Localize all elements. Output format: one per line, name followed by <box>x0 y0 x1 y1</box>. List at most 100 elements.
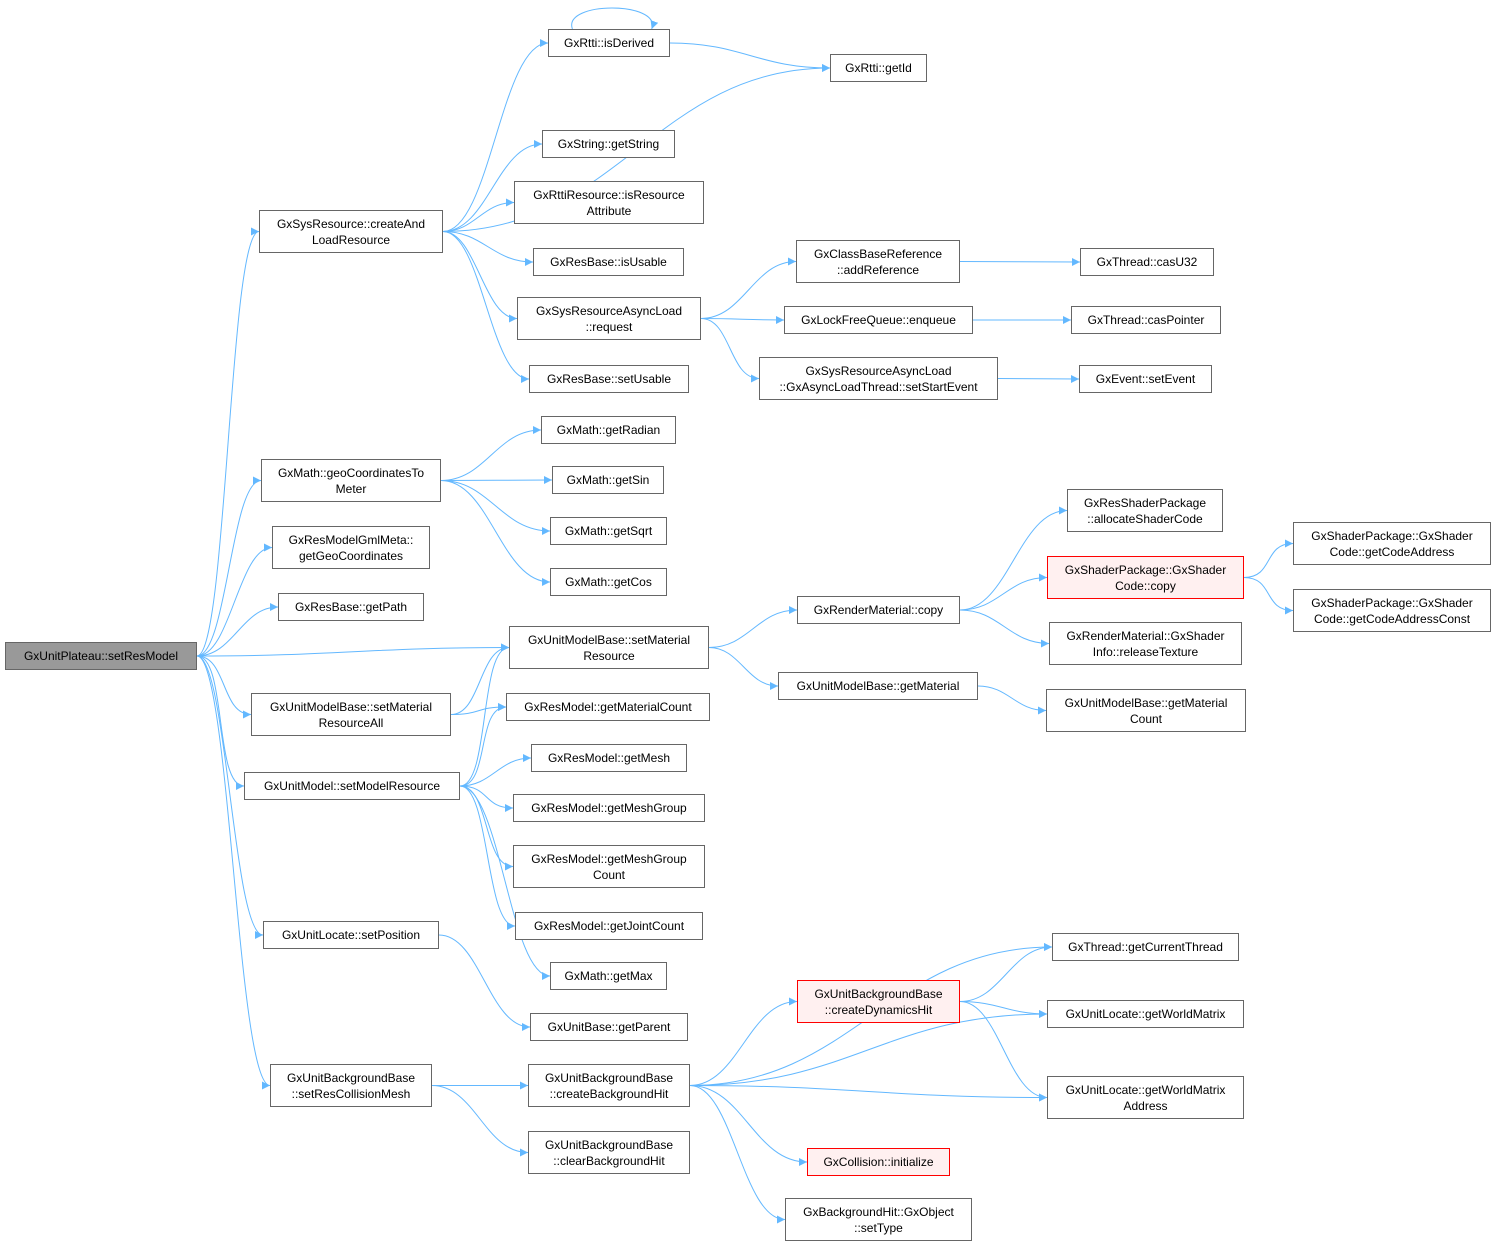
node-gxunitmodelbase-getmaterialcount[interactable]: GxUnitModelBase::getMaterial Count <box>1046 689 1246 732</box>
edge-n08-n39 <box>459 785 514 871</box>
edge-n06-n28 <box>708 606 798 648</box>
node-gxmath-getsin[interactable]: GxMath::getSin <box>552 466 664 494</box>
edge-n43-n47 <box>689 1085 786 1224</box>
edge-n11-n11 <box>571 7 659 30</box>
node-gxresshaderpackage-allocateshadercode[interactable]: GxResShaderPackage ::allocateShaderCode <box>1067 489 1223 532</box>
edge-n43-n46 <box>689 1085 808 1166</box>
edge-n02-n14 <box>442 198 515 232</box>
node-gxunitbackgroundbase-clearbackgroundhit[interactable]: GxUnitBackgroundBase ::clearBackgroundHi… <box>528 1131 690 1174</box>
node-gxresmodel-getmaterialcount[interactable]: GxResModel::getMaterialCount <box>506 693 710 721</box>
edge-n31-n34 <box>1243 577 1294 615</box>
edge-n01-n07 <box>196 655 252 719</box>
edge-n28-n30 <box>959 506 1068 611</box>
edge-n07-n36 <box>450 703 507 715</box>
node-gxresbase-getpath[interactable]: GxResBase::getPath <box>278 593 424 621</box>
edge-n08-n37 <box>459 754 532 787</box>
edge-n03-n26 <box>440 480 551 535</box>
edge-n16-n19 <box>700 315 785 324</box>
edge-n03-n27 <box>440 480 551 586</box>
edge-n45-n50 <box>959 1001 1048 1102</box>
node-gxshaderpackage-gxshadercode-getcodeaddressconst[interactable]: GxShaderPackage::GxShader Code::getCodeA… <box>1293 589 1491 632</box>
edge-n16-n18 <box>700 257 797 319</box>
edge-n01-n05 <box>196 603 279 657</box>
node-gxshaderpackage-gxshadercode-getcodeaddress[interactable]: GxShaderPackage::GxShader Code::getCodeA… <box>1293 522 1491 565</box>
edge-n01-n10 <box>196 655 271 1090</box>
node-gxthread-caspointer[interactable]: GxThread::casPointer <box>1071 306 1221 334</box>
node-gxlockfreequeue-enqueue[interactable]: GxLockFreeQueue::enqueue <box>784 306 973 334</box>
node-gxunitbackgroundbase-createbackgroundhit[interactable]: GxUnitBackgroundBase ::createBackgroundH… <box>528 1064 690 1107</box>
node-gxresbase-setusable[interactable]: GxResBase::setUsable <box>529 365 689 393</box>
edge-n02-n11 <box>442 39 549 232</box>
node-gxresmodel-getmesh[interactable]: GxResModel::getMesh <box>531 744 687 772</box>
edge-n01-n09 <box>196 655 264 939</box>
node-gxresbase-isusable[interactable]: GxResBase::isUsable <box>533 248 684 276</box>
node-gxunitlocate-getworldmatrix[interactable]: GxUnitLocate::getWorldMatrix <box>1047 1000 1244 1028</box>
node-gxshaderpackage-gxshadercode-copy[interactable]: GxShaderPackage::GxShader Code::copy <box>1047 556 1244 599</box>
edge-n07-n06 <box>450 643 510 715</box>
node-gxunitbackgroundbase-setrescollisionmesh[interactable]: GxUnitBackgroundBase ::setResCollisionMe… <box>270 1064 432 1107</box>
edge-n01-n08 <box>196 655 245 790</box>
node-gxrtti-isderived[interactable]: GxRtti::isDerived <box>548 29 670 57</box>
node-gxunitlocate-setposition[interactable]: GxUnitLocate::setPosition <box>263 921 439 949</box>
edge-n28-n32 <box>959 609 1050 648</box>
edge-n01-n04 <box>196 543 273 657</box>
edge-n03-n25 <box>440 476 553 485</box>
edge-n08-n41 <box>459 785 551 980</box>
node-gxunitmodelbase-setmaterialresourceall[interactable]: GxUnitModelBase::setMaterial ResourceAll <box>251 693 451 736</box>
node-gxunitplateau-setresmodel[interactable]: GxUnitPlateau::setResModel <box>5 642 197 670</box>
edge-n08-n40 <box>459 785 516 930</box>
edge-n01-n03 <box>196 476 262 657</box>
node-gxmath-getsqrt[interactable]: GxMath::getSqrt <box>550 517 667 545</box>
edge-n09-n42 <box>438 934 531 1031</box>
edge-n29-n35 <box>977 685 1047 715</box>
node-gxevent-setevent[interactable]: GxEvent::setEvent <box>1079 365 1212 393</box>
node-gxsysresourceasyncload-request[interactable]: GxSysResourceAsyncLoad ::request <box>517 297 701 340</box>
node-gxthread-getcurrentthread[interactable]: GxThread::getCurrentThread <box>1052 933 1239 961</box>
edge-n28-n31 <box>959 573 1048 611</box>
node-gxmath-getradian[interactable]: GxMath::getRadian <box>541 416 676 444</box>
edge-n31-n33 <box>1243 539 1294 578</box>
edge-n43-n50 <box>689 1085 1048 1102</box>
edge-n08-n38 <box>459 785 514 812</box>
edge-n08-n36 <box>459 703 507 787</box>
node-gxresmodel-getmeshgroup[interactable]: GxResModel::getMeshGroup <box>513 794 705 822</box>
edge-n01-n06 <box>196 643 510 657</box>
node-gxunitlocate-getworldmatrixaddress[interactable]: GxUnitLocate::getWorldMatrix Address <box>1047 1076 1244 1119</box>
edge-n11-n12 <box>669 42 831 72</box>
node-gxunitbase-getparent[interactable]: GxUnitBase::getParent <box>530 1013 688 1041</box>
node-gxrendermaterial-gxshaderinfo-releasetexture[interactable]: GxRenderMaterial::GxShader Info::release… <box>1049 622 1242 665</box>
edge-n02-n17 <box>442 231 530 383</box>
node-gxstring-getstring[interactable]: GxString::getString <box>542 130 675 158</box>
node-gxrttiresource-isresourceattribute[interactable]: GxRttiResource::isResource Attribute <box>514 181 704 224</box>
edge-n02-n16 <box>442 231 518 323</box>
node-gxclassbasereference-addreference[interactable]: GxClassBaseReference ::addReference <box>796 240 960 283</box>
node-gxunitmodel-setmodelresource[interactable]: GxUnitModel::setModelResource <box>244 772 460 800</box>
node-gxrendermaterial-copy[interactable]: GxRenderMaterial::copy <box>797 596 960 624</box>
node-gxthread-casu32[interactable]: GxThread::casU32 <box>1080 248 1214 276</box>
edge-n45-n49 <box>959 1001 1048 1018</box>
node-gxmath-getcos[interactable]: GxMath::getCos <box>550 568 667 596</box>
edge-n45-n48 <box>959 943 1053 1002</box>
edge-n10-n44 <box>431 1085 529 1157</box>
node-gxresmodel-getjointcount[interactable]: GxResModel::getJointCount <box>515 912 703 940</box>
node-gxrtti-getid[interactable]: GxRtti::getId <box>830 54 927 82</box>
node-gxcollision-initialize[interactable]: GxCollision::initialize <box>807 1148 950 1176</box>
edge-n43-n49 <box>689 1010 1048 1086</box>
node-gxsysresource-createandloadresource[interactable]: GxSysResource::createAnd LoadResource <box>259 210 443 253</box>
edge-n01-n02 <box>196 227 260 657</box>
node-gxunitbackgroundbase-createdynamicshit[interactable]: GxUnitBackgroundBase ::createDynamicsHit <box>797 980 960 1023</box>
node-gxresmodelgmlmeta-getgeocoordinates[interactable]: GxResModelGmlMeta:: getGeoCoordinates <box>272 526 430 569</box>
edge-n18-n21 <box>959 257 1081 266</box>
node-gxunitmodelbase-setmaterialresource[interactable]: GxUnitModelBase::setMaterial Resource <box>509 626 709 669</box>
node-gxmath-getmax[interactable]: GxMath::getMax <box>550 962 667 990</box>
edge-n03-n24 <box>440 426 542 481</box>
node-gxresmodel-getmeshgroupcount[interactable]: GxResModel::getMeshGroup Count <box>513 845 705 888</box>
node-gxbackgroundhit-gxobject-settype[interactable]: GxBackgroundHit::GxObject ::setType <box>785 1198 972 1241</box>
node-gxunitmodelbase-getmaterial[interactable]: GxUnitModelBase::getMaterial <box>778 672 978 700</box>
node-gxmath-geocoordinatestometer[interactable]: GxMath::geoCoordinatesTo Meter <box>261 459 441 502</box>
edge-n06-n29 <box>708 647 779 690</box>
node-gxsysresourceasyncload-gxasyncloadthread-setstartevent[interactable]: GxSysResourceAsyncLoad ::GxAsyncLoadThre… <box>759 357 998 400</box>
edge-n08-n06 <box>459 643 510 787</box>
